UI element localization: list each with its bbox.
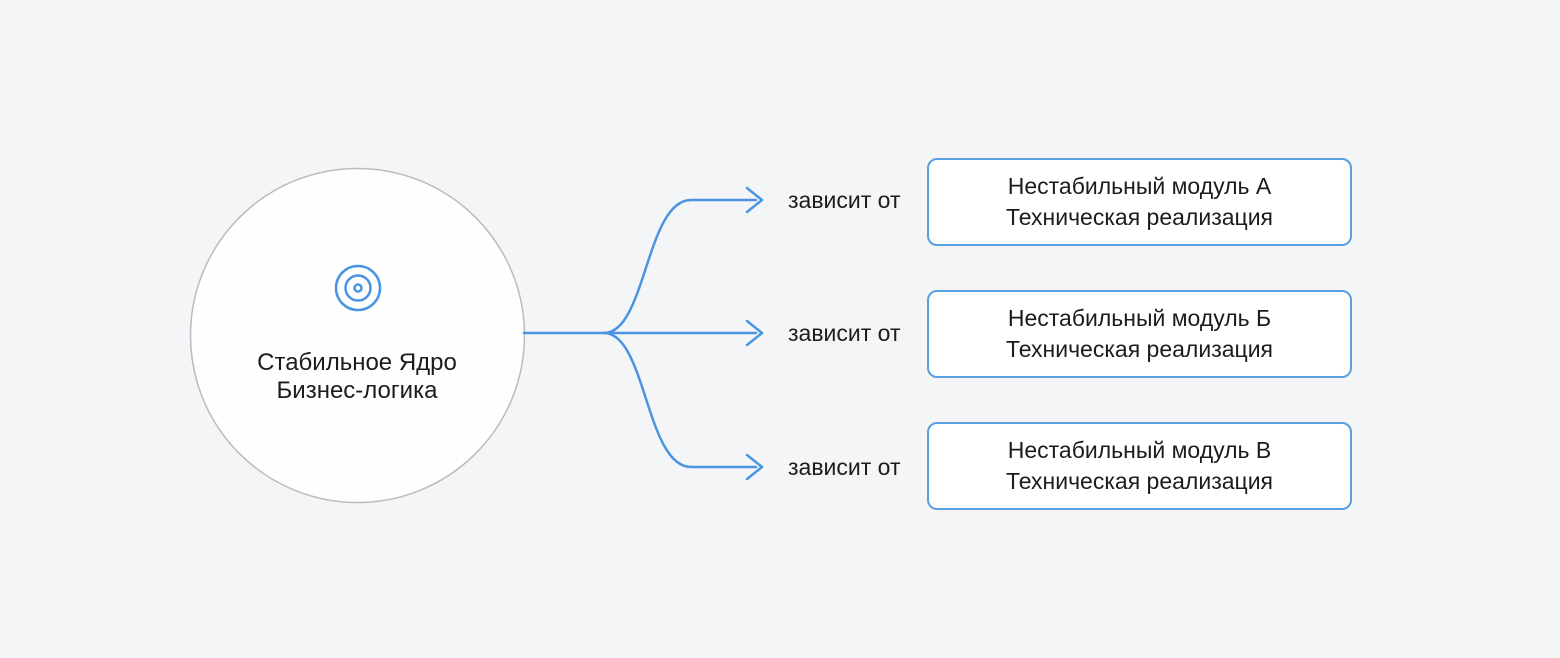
edge-label-top: зависит от	[788, 187, 901, 213]
dependency-connectors	[522, 186, 764, 481]
arrowhead-middle-icon	[745, 319, 764, 347]
module-a-subtitle: Техническая реализация	[1005, 204, 1274, 230]
arrow-line-bottom	[602, 331, 758, 469]
arrowhead-bottom-icon	[745, 453, 764, 481]
module-a-title: Нестабильный модуль А	[1007, 173, 1272, 199]
arrowhead-top-icon	[745, 186, 764, 214]
target-icon	[334, 264, 382, 312]
core-subtitle: Бизнес-логика	[276, 377, 438, 404]
module-node-a: Нестабильный модуль А Техническая реализ…	[927, 158, 1352, 246]
edge-label-bottom: зависит от	[788, 454, 901, 480]
core-title: Стабильное Ядро	[257, 349, 457, 376]
edge-label-middle: зависит от	[788, 320, 901, 346]
stable-core-node	[189, 167, 526, 504]
module-v-subtitle: Техническая реализация	[1005, 468, 1274, 494]
module-v-title: Нестабильный модуль В	[1007, 437, 1272, 463]
module-b-subtitle: Техническая реализация	[1005, 336, 1274, 362]
module-node-b: Нестабильный модуль Б Техническая реализ…	[927, 290, 1352, 378]
module-b-title: Нестабильный модуль Б	[1007, 305, 1272, 331]
arrow-line-top	[602, 198, 758, 335]
core-node-label: Стабильное Ядро Бизнес-логика	[257, 349, 457, 405]
module-node-v: Нестабильный модуль В Техническая реализ…	[927, 422, 1352, 510]
